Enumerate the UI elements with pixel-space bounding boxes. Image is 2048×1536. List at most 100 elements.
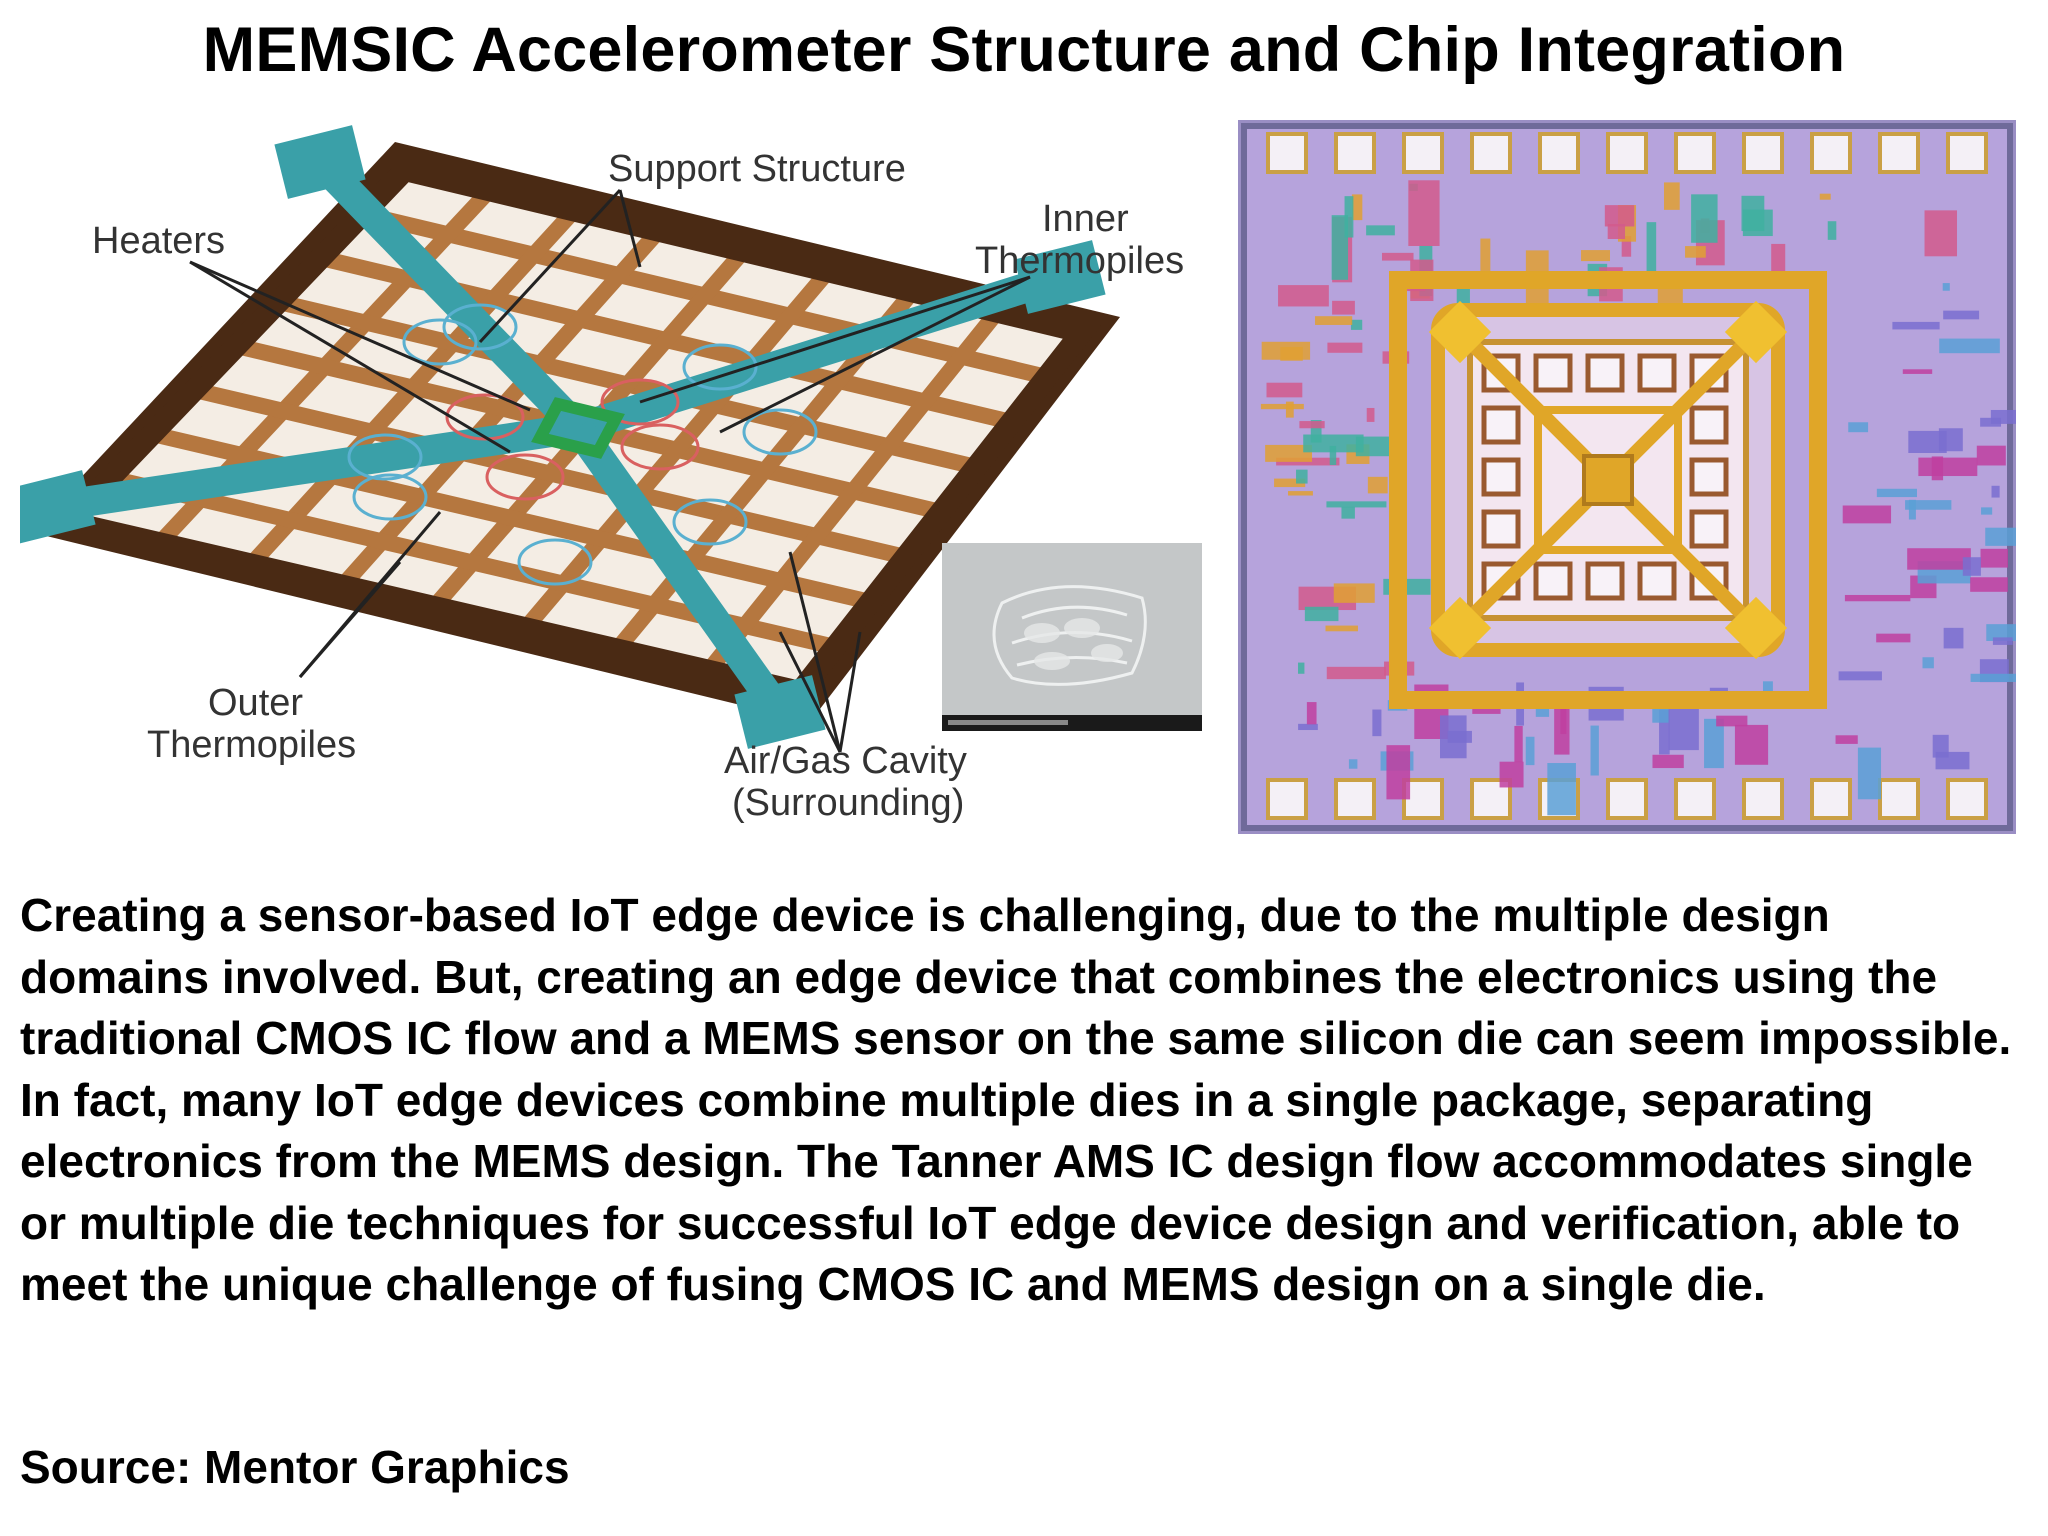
bond-pad <box>1266 778 1308 820</box>
bond-pad <box>1878 778 1920 820</box>
anchor-pad <box>274 125 366 199</box>
callout-arrow <box>189 260 531 412</box>
callout-arrow <box>478 188 622 344</box>
mems-cell <box>1481 457 1521 497</box>
circuit-block <box>1970 577 2008 592</box>
circuit-block <box>1304 606 1339 622</box>
circuit-block <box>1835 735 1858 744</box>
circuit-block <box>1303 434 1364 453</box>
circuit-block <box>1981 507 1993 515</box>
circuit-block <box>1366 407 1375 422</box>
circuit-block <box>1327 342 1363 353</box>
bond-pad <box>1334 778 1376 820</box>
callout-arrow <box>838 631 862 753</box>
mems-cell <box>1689 457 1729 497</box>
circuit-block <box>1296 469 1308 484</box>
circuit-block <box>1827 221 1837 240</box>
inner-thermopile <box>620 423 700 471</box>
circuit-block <box>1838 671 1882 681</box>
circuit-block <box>1668 706 1699 751</box>
circuit-block <box>1876 633 1911 643</box>
outer-thermopile <box>672 498 748 546</box>
support-bar <box>702 306 1004 676</box>
circuit-block <box>1943 627 1964 649</box>
outer-thermopile <box>742 408 818 456</box>
circuit-block <box>1480 238 1491 288</box>
circuit-block <box>1344 196 1354 238</box>
circuit-block <box>1408 180 1440 246</box>
circuit-block <box>1299 421 1325 429</box>
outer-thermopile <box>352 473 428 521</box>
circuit-block <box>1905 500 1952 510</box>
circuit-block <box>1663 182 1680 210</box>
structure-illustration <box>20 125 1120 753</box>
circuit-block <box>1902 369 1933 374</box>
label-support-structure: Support Structure <box>608 148 906 190</box>
callout-arrow <box>788 551 842 753</box>
circuit-block <box>1285 401 1294 418</box>
circuit-block <box>1348 759 1358 769</box>
circuit-block <box>1298 662 1305 674</box>
bond-pad <box>1606 778 1648 820</box>
circuit-block <box>1306 702 1317 725</box>
callout-arrow <box>618 189 642 268</box>
bond-pad <box>1810 778 1852 820</box>
circuit-block <box>1621 236 1632 257</box>
source-credit: Source: Mentor Graphics <box>20 1441 570 1493</box>
bond-pad <box>1878 132 1920 174</box>
circuit-block <box>1386 745 1411 800</box>
circuit-block <box>1876 488 1917 498</box>
circuit-block <box>1607 224 1626 240</box>
bond-pad <box>1674 778 1716 820</box>
label-cavity-line1: Air/Gas Cavity <box>724 740 967 782</box>
callout-arrow <box>639 275 1031 404</box>
circuit-block <box>1547 763 1576 816</box>
circuit-block <box>1992 637 2013 645</box>
circuit-block <box>1892 321 1940 330</box>
callout-arrow <box>189 260 511 454</box>
circuit-block <box>1985 527 2039 546</box>
circuit-block <box>1704 718 1724 769</box>
circuit-block <box>1646 222 1657 283</box>
anchor-pad <box>1014 240 1106 314</box>
circuit-block <box>1367 476 1388 494</box>
circuit-block <box>1266 382 1303 398</box>
label-inner-line1: Inner <box>1042 198 1129 240</box>
circuit-block <box>1659 709 1670 755</box>
circuit-block <box>1590 725 1599 776</box>
circuit-block <box>1333 583 1375 603</box>
mems-cell <box>1481 509 1521 549</box>
circuit-block <box>1288 491 1313 496</box>
circuit-block <box>1326 501 1387 508</box>
accelerometer-structure-diagram: Support Structure Heaters Inner Thermopi… <box>20 112 1220 832</box>
circuit-block <box>1260 403 1304 410</box>
mems-cell <box>1585 561 1625 601</box>
circuit-block <box>1280 346 1303 361</box>
circuit-block <box>1315 316 1353 325</box>
bond-pad <box>1742 132 1784 174</box>
circuit-block <box>1742 209 1773 237</box>
outer-thermopile <box>682 343 758 391</box>
circuit-block <box>1991 485 2000 498</box>
circuit-block <box>1298 723 1318 731</box>
circuit-block <box>1962 557 1981 576</box>
circuit-block <box>1848 422 1869 433</box>
circuit-block <box>1907 548 1971 570</box>
outer-thermopile <box>517 538 593 586</box>
circuit-block <box>1278 285 1329 307</box>
circuit-block <box>1326 666 1386 680</box>
circuit-block <box>1976 445 2006 466</box>
circuit-block <box>1819 193 1831 200</box>
circuit-block <box>1980 548 2008 568</box>
mems-inner-frame <box>1534 406 1682 554</box>
label-heaters: Heaters <box>92 220 226 262</box>
bond-pad <box>1606 132 1648 174</box>
circuit-block <box>1943 310 1980 320</box>
circuit-block <box>1447 730 1472 743</box>
circuit-block <box>1842 505 1892 524</box>
routing-ring <box>1389 271 1827 709</box>
outer-thermopile <box>402 318 478 366</box>
circuit-block <box>1499 761 1524 788</box>
bond-pad <box>1538 132 1580 174</box>
bond-pad <box>1470 132 1512 174</box>
